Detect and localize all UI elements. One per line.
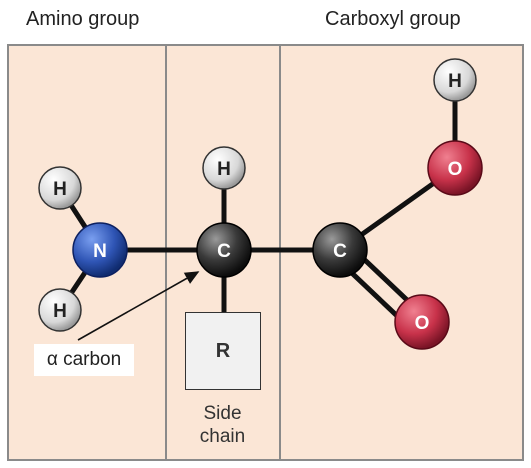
oxygen-atom-hydroxyl: O bbox=[427, 140, 483, 196]
svg-text:H: H bbox=[53, 179, 67, 200]
nitrogen-atom: N bbox=[72, 222, 128, 278]
alpha-carbon-label-text: α carbon bbox=[46, 349, 122, 370]
r-group-label: R bbox=[215, 339, 231, 362]
alpha-carbon-label: α carbon bbox=[34, 344, 134, 376]
svg-text:C: C bbox=[217, 241, 231, 262]
r-group-box: R bbox=[185, 312, 261, 390]
svg-text:H: H bbox=[217, 159, 231, 180]
svg-text:H: H bbox=[53, 301, 67, 322]
svg-text:O: O bbox=[415, 313, 430, 334]
hydrogen-atom-amino-bottom: H bbox=[38, 288, 82, 332]
alpha-carbon-arrow bbox=[77, 271, 200, 341]
hydrogen-atom-hydroxyl: H bbox=[433, 58, 477, 102]
alpha-carbon-atom: C bbox=[196, 222, 252, 278]
carboxyl-group-heading: Carboxyl group bbox=[325, 8, 461, 30]
svg-text:H: H bbox=[448, 71, 462, 92]
amino-group-heading: Amino group bbox=[26, 8, 140, 30]
side-chain-label-line1: Side bbox=[203, 403, 242, 424]
oxygen-atom-carbonyl: O bbox=[394, 294, 450, 350]
side-chain-label-line2: chain bbox=[199, 426, 246, 447]
svg-text:C: C bbox=[333, 241, 347, 262]
hydrogen-atom-amino-top: H bbox=[38, 166, 82, 210]
svg-text:N: N bbox=[93, 241, 107, 262]
hydrogen-atom-alpha: H bbox=[202, 146, 246, 190]
carboxyl-carbon-atom: C bbox=[312, 222, 368, 278]
side-chain-label: Side chain bbox=[165, 402, 280, 448]
svg-text:O: O bbox=[448, 159, 463, 180]
